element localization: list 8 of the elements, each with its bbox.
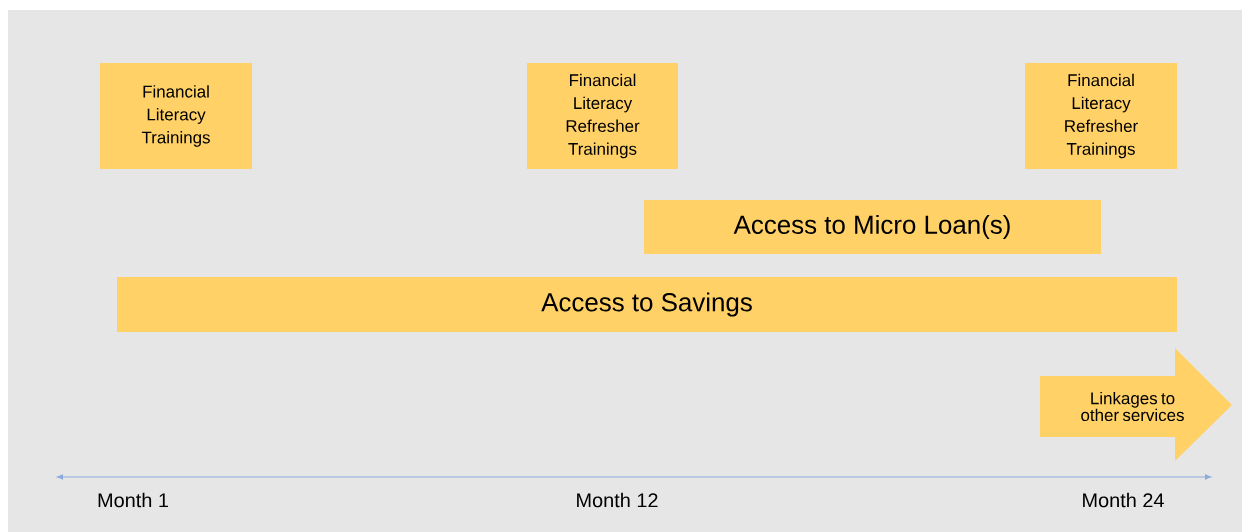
activity-box: Financial Literacy Trainings [100,63,252,169]
axis-label: Month 24 [1083,492,1164,508]
activity-box: Financial Literacy Refresher Trainings [527,63,678,169]
activity-box: Financial Literacy Refresher Trainings [1025,63,1177,169]
timeline-bar: Access to Savings [117,277,1177,332]
timeline-bar: Access to Micro Loan(s) [644,200,1101,254]
axis-label: Month 12 [577,492,658,508]
axis-label: Month 1 [98,492,168,508]
